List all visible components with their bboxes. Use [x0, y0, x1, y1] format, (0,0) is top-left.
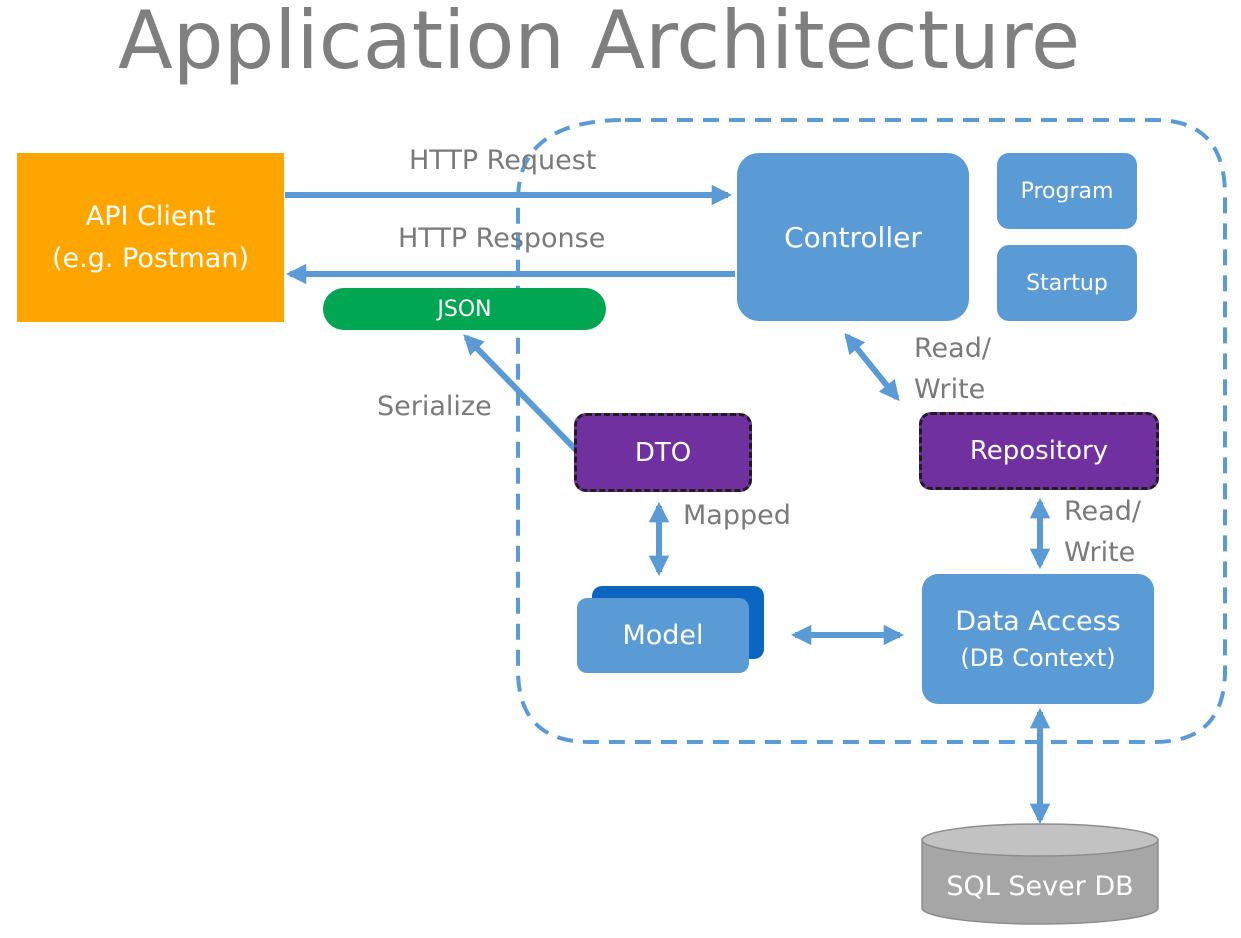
model-box: Model [577, 598, 749, 673]
dto-box: DTO [574, 413, 752, 492]
api-client-sublabel: (e.g. Postman) [51, 242, 249, 274]
api-client-box: API Client (e.g. Postman) [17, 153, 284, 322]
database-cylinder [921, 823, 1159, 925]
app-boundary [516, 118, 1227, 744]
database-label-wrap: SQL Sever DB [922, 860, 1158, 912]
read-write-label-2: Read/ Write [1064, 496, 1141, 569]
repository-label: Repository [969, 436, 1109, 466]
read-write-label-1: Read/ Write [914, 333, 991, 406]
repository-box: Repository [919, 412, 1159, 490]
json-label: JSON [437, 296, 492, 322]
model-label: Model [622, 620, 704, 651]
data-access-sublabel: (DB Context) [960, 644, 1116, 673]
mapped-label: Mapped [683, 500, 791, 531]
json-pill: JSON [323, 288, 606, 330]
dto-label: DTO [634, 437, 692, 468]
program-label: Program [1020, 178, 1114, 204]
data-access-label: Data Access [955, 606, 1121, 638]
program-box: Program [997, 153, 1137, 229]
startup-label: Startup [1026, 270, 1108, 296]
controller-repository-arrow [844, 332, 900, 402]
startup-box: Startup [997, 245, 1137, 321]
serialize-arrow [463, 334, 581, 455]
http-request-label: HTTP Request [409, 145, 597, 176]
http-response-label: HTTP Response [398, 223, 606, 254]
database-label: SQL Sever DB [946, 870, 1134, 902]
controller-label: Controller [784, 220, 922, 254]
api-client-label: API Client [85, 200, 216, 232]
controller-box: Controller [737, 153, 969, 321]
serialize-label: Serialize [377, 391, 492, 422]
data-access-box: Data Access (DB Context) [922, 574, 1154, 704]
page-title: Application Architecture [118, 0, 1081, 87]
